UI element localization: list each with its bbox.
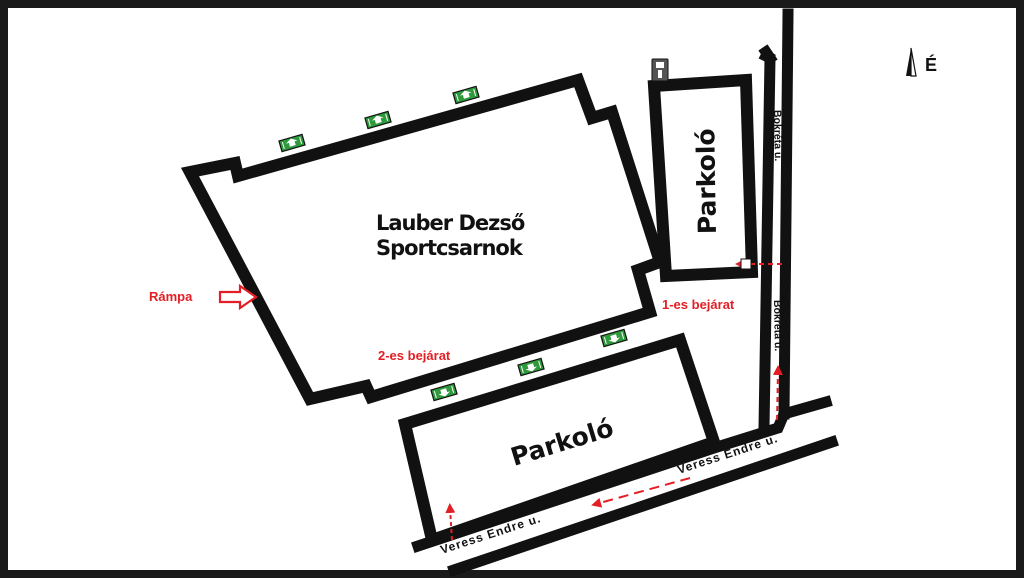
street-label-bokreta-upper: Bokréta u. (771, 110, 784, 162)
parking-lot-east (647, 73, 759, 283)
parking-east-label: Parkoló (691, 128, 722, 234)
north-label: É (925, 54, 937, 75)
entrance-1-label: 1-es bejárat (662, 297, 735, 312)
entrance-2-label: 2-es bejárat (378, 348, 451, 363)
ticket-machine-icon (651, 58, 669, 82)
entrance-1-gate (740, 258, 752, 270)
ramp-arrow-icon (218, 283, 258, 311)
building-name-line2: Sportcsarnok (376, 236, 524, 260)
street-label-bokreta-lower: Bokréta u. (771, 300, 784, 352)
street-bokreta (758, 8, 794, 434)
ramp-label: Rámpa (149, 289, 193, 304)
building-name-line1: Lauber Dezső (376, 211, 525, 235)
parking-lot-south (397, 332, 722, 548)
route-arrow-icon (591, 477, 691, 508)
north-arrow-icon (906, 47, 917, 77)
route-lines (445, 259, 783, 541)
route-arrow-icon (445, 503, 456, 541)
